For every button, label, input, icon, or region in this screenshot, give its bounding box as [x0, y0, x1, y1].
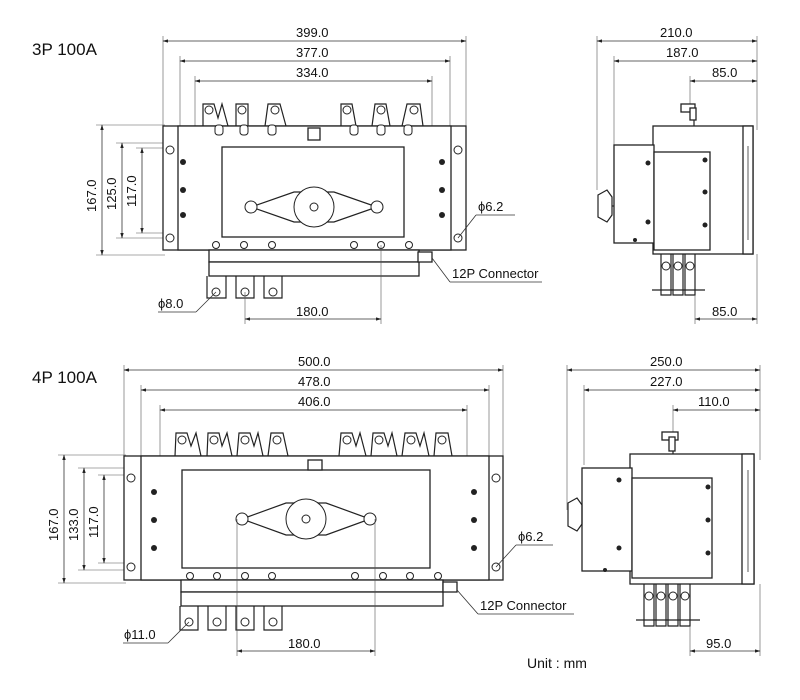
- dim-4p-height-167: 167.0: [46, 508, 61, 541]
- operating-handle-4p: [235, 498, 377, 540]
- dim-3p-width-377: 377.0: [296, 45, 329, 60]
- bottom-terminals-3p: [206, 241, 433, 299]
- annotations-3p: ϕ6.2 12P Connector ϕ8.0 180.0: [158, 199, 542, 324]
- dim-4p-width-406: 406.0: [298, 394, 331, 409]
- width-dimensions-3p: 399.0 377.0 334.0: [162, 25, 467, 130]
- top-terminals-3p: [202, 101, 424, 141]
- drawing-title-4p: 4P 100A: [32, 368, 98, 387]
- dim-3p-side-187: 187.0: [666, 45, 699, 60]
- dim-3p-width-334: 334.0: [296, 65, 329, 80]
- dim-4p-height-133: 133.0: [66, 508, 81, 541]
- connector-label-4p: 12P Connector: [480, 598, 567, 613]
- dim-3p-height-167: 167.0: [84, 179, 99, 212]
- connector-label-3p: 12P Connector: [452, 266, 539, 281]
- dim-3p-height-117: 117.0: [124, 175, 139, 207]
- top-terminals-4p: [174, 430, 453, 471]
- dim-3p-side-210: 210.0: [660, 25, 693, 40]
- dim-3p-side-85-bottom: 85.0: [712, 304, 737, 319]
- front-view-4p: [123, 430, 504, 631]
- height-dimensions-4p: 167.0 133.0 117.0: [46, 454, 126, 584]
- dim-4p-terminal-span: 180.0: [288, 636, 321, 651]
- drawing-title-3p: 3P 100A: [32, 40, 98, 59]
- annotations-4p: ϕ6.2 12P Connector ϕ11.0 180.0: [123, 519, 574, 656]
- dim-3p-terminal-span: 180.0: [296, 304, 329, 319]
- front-view-3p: [162, 101, 467, 299]
- dim-4p-side-110: 110.0: [698, 394, 730, 409]
- mount-hole-label-3p: ϕ6.2: [478, 199, 503, 214]
- dim-4p-side-227: 227.0: [650, 374, 683, 389]
- dim-4p-height-117: 117.0: [86, 506, 101, 538]
- height-dimensions-3p: 167.0 125.0 117.0: [84, 124, 165, 256]
- bottom-terminals-4p: [179, 572, 458, 631]
- unit-note: Unit : mm: [527, 655, 587, 671]
- side-view-3p: 210.0 187.0 85.0: [596, 25, 758, 324]
- side-view-4p: 250.0 227.0 110.0: [566, 354, 761, 656]
- dim-4p-width-478: 478.0: [298, 374, 331, 389]
- drawing-4p-100a: 4P 100A 500.0 478.0 406.0 167.0 133.0: [32, 354, 761, 656]
- dim-4p-side-95: 95.0: [706, 636, 731, 651]
- dim-3p-height-125: 125.0: [104, 177, 119, 210]
- dim-3p-side-85-top: 85.0: [712, 65, 737, 80]
- width-dimensions-4p: 500.0 478.0 406.0: [123, 354, 504, 460]
- mount-hole-label-4p: ϕ6.2: [518, 529, 543, 544]
- dim-4p-width-500: 500.0: [298, 354, 331, 369]
- dim-4p-side-250: 250.0: [650, 354, 683, 369]
- terminal-hole-label-3p: ϕ8.0: [158, 296, 183, 311]
- dim-3p-width-399: 399.0: [296, 25, 329, 40]
- terminal-hole-label-4p: ϕ11.0: [124, 627, 156, 642]
- operating-handle-3p: [244, 186, 384, 228]
- drawing-3p-100a: 3P 100A 399.0 377.0 334.0 167.0 125: [32, 25, 758, 324]
- side-bolts-3p: [165, 145, 463, 243]
